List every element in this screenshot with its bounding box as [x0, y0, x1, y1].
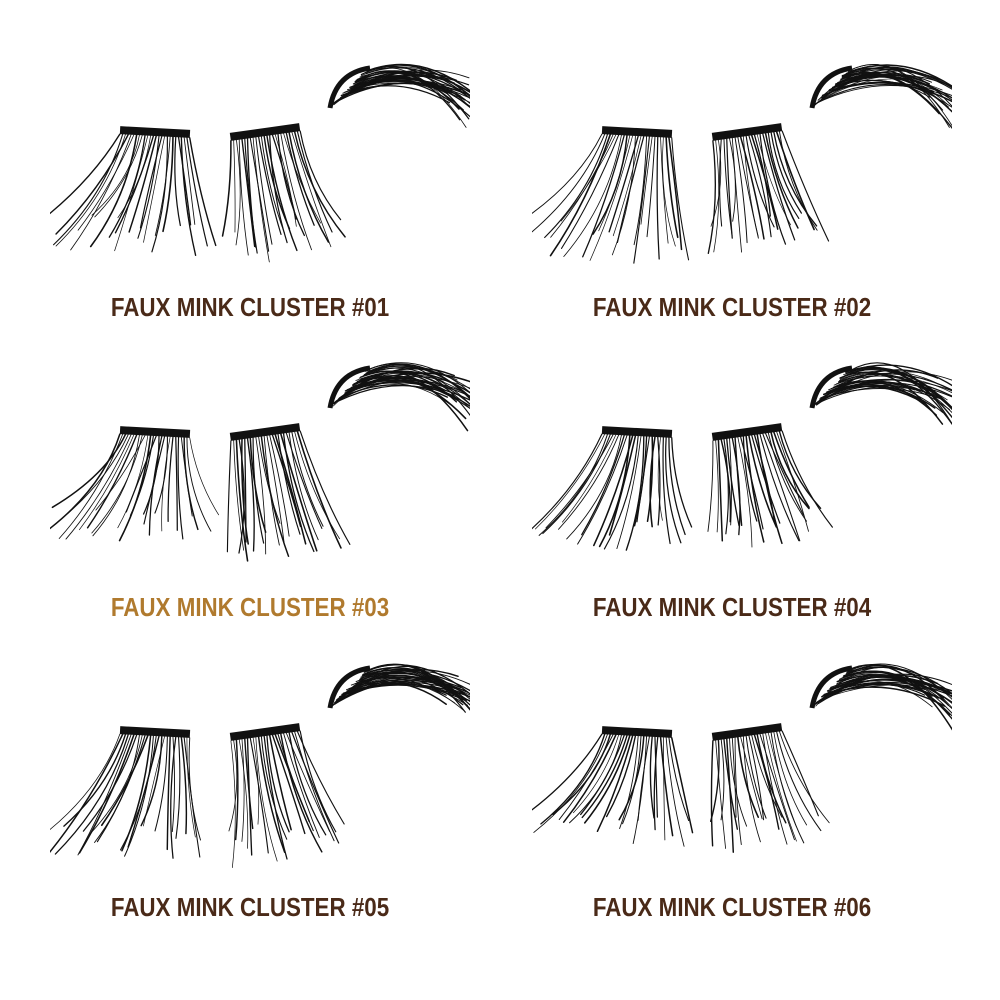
product-label: FAUX MINK CLUSTER #04 [592, 592, 872, 622]
product-label: FAUX MINK CLUSTER #02 [592, 292, 872, 322]
product-label: FAUX MINK CLUSTER #03 [110, 592, 390, 622]
lash-cluster-image [50, 663, 470, 868]
lash-cluster-image [50, 362, 470, 562]
product-label: FAUX MINK CLUSTER #06 [592, 892, 872, 922]
product-label: FAUX MINK CLUSTER #05 [110, 892, 390, 922]
lash-cluster-image [532, 63, 952, 264]
lash-cluster-image [532, 362, 952, 551]
product-card-06: FAUX MINK CLUSTER #06 [492, 640, 972, 940]
product-label: FAUX MINK CLUSTER #01 [110, 292, 390, 322]
lash-cluster-image [50, 63, 470, 263]
product-card-05: FAUX MINK CLUSTER #05 [10, 640, 490, 940]
product-card-02: FAUX MINK CLUSTER #02 [492, 40, 972, 340]
lash-cluster-image [532, 663, 952, 853]
product-card-01: FAUX MINK CLUSTER #01 [10, 40, 490, 340]
product-card-03: FAUX MINK CLUSTER #03 [10, 340, 490, 640]
product-card-04: FAUX MINK CLUSTER #04 [492, 340, 972, 640]
